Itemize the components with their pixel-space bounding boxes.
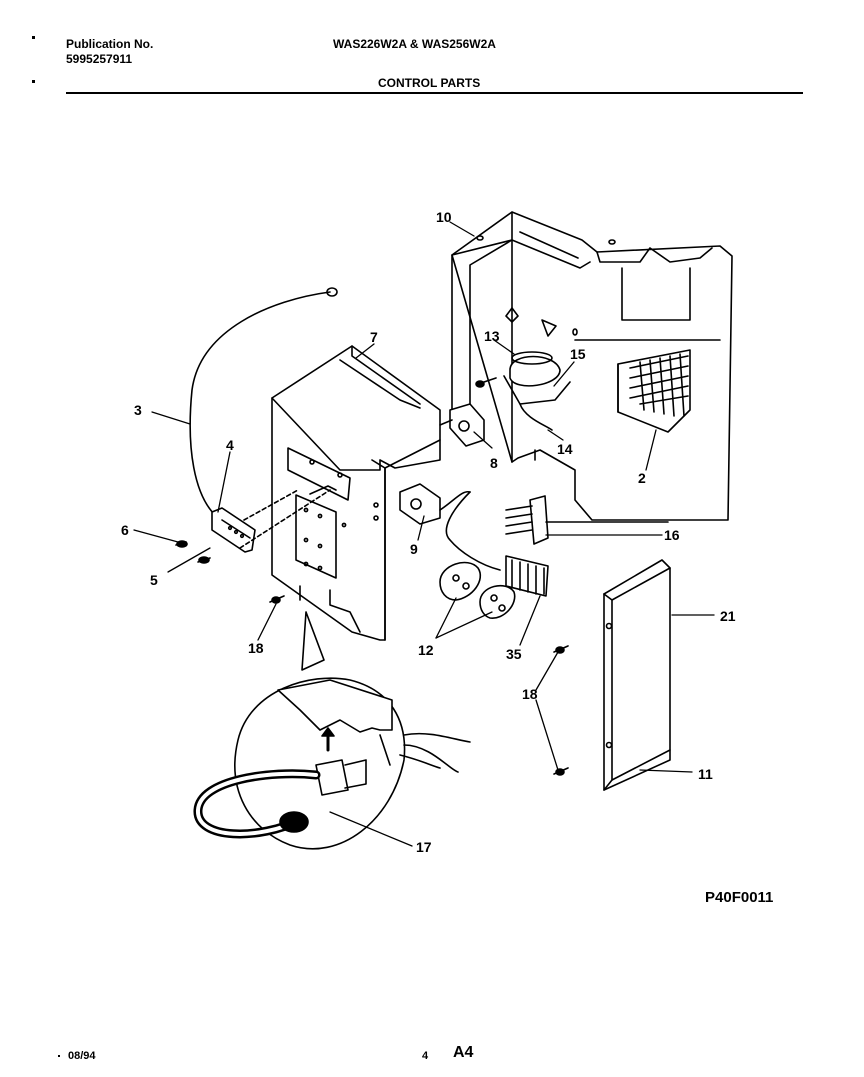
leader-lines <box>133 221 715 847</box>
terminal-block-part-4 <box>211 507 256 553</box>
callout-label: 10 <box>436 209 452 225</box>
callout-label: 18 <box>248 640 264 656</box>
switch-part-8 <box>439 403 485 447</box>
callout-label: 7 <box>370 329 378 345</box>
thermostat-part-9 <box>399 483 501 571</box>
alignment-line <box>239 489 331 549</box>
callout-label: 17 <box>416 839 432 855</box>
component-part-35 <box>505 555 549 597</box>
alignment-line <box>243 489 299 521</box>
screw-part-5 <box>197 556 211 564</box>
cord-part-3 <box>189 287 338 516</box>
publication-label: Publication No. <box>66 37 154 51</box>
callout-label: 9 <box>410 541 418 557</box>
publication-number: 5995257911 <box>66 52 133 66</box>
screw-part-18-left <box>269 595 285 604</box>
page-code: A4 <box>453 1044 474 1061</box>
callout-label: 4 <box>226 437 234 453</box>
connector-part-16 <box>505 495 669 545</box>
corner-mark <box>32 36 35 39</box>
callout-label: 5 <box>150 572 158 588</box>
callout-label: 35 <box>506 646 522 662</box>
screw-part-6 <box>175 540 188 548</box>
callout-label: 14 <box>557 441 573 457</box>
header-rule <box>66 92 803 94</box>
capacitor-part-13 <box>475 351 571 431</box>
callout-label: 21 <box>720 608 736 624</box>
callout-label: 6 <box>121 522 129 538</box>
filter-screen-part-2 <box>617 349 691 433</box>
callout-label: 15 <box>570 346 586 362</box>
callout-label: 16 <box>664 527 680 543</box>
footer-date: 08/94 <box>68 1050 96 1062</box>
detail-view-power-cord-part-17 <box>193 611 471 850</box>
model-numbers: WAS226W2A & WAS256W2A <box>333 37 496 51</box>
corner-mark <box>32 80 35 83</box>
back-panel-part-10 <box>451 211 733 521</box>
page-number: 4 <box>422 1050 429 1062</box>
screw-part-18 <box>553 645 569 776</box>
callout-label: 18 <box>522 686 538 702</box>
side-panel-part-21 <box>603 559 671 791</box>
footer-bullet <box>58 1055 60 1057</box>
figure-code: P40F0011 <box>705 889 774 906</box>
callout-label: 12 <box>418 642 434 658</box>
section-title: CONTROL PARTS <box>378 76 481 90</box>
control-box-part-7 <box>271 345 441 641</box>
callout-label: 8 <box>490 455 498 471</box>
callout-label: 2 <box>638 470 646 486</box>
callout-label: 11 <box>698 766 713 782</box>
callout-label: 13 <box>484 328 500 344</box>
callout-label: 3 <box>134 402 142 418</box>
cover-part-12 <box>439 561 516 619</box>
